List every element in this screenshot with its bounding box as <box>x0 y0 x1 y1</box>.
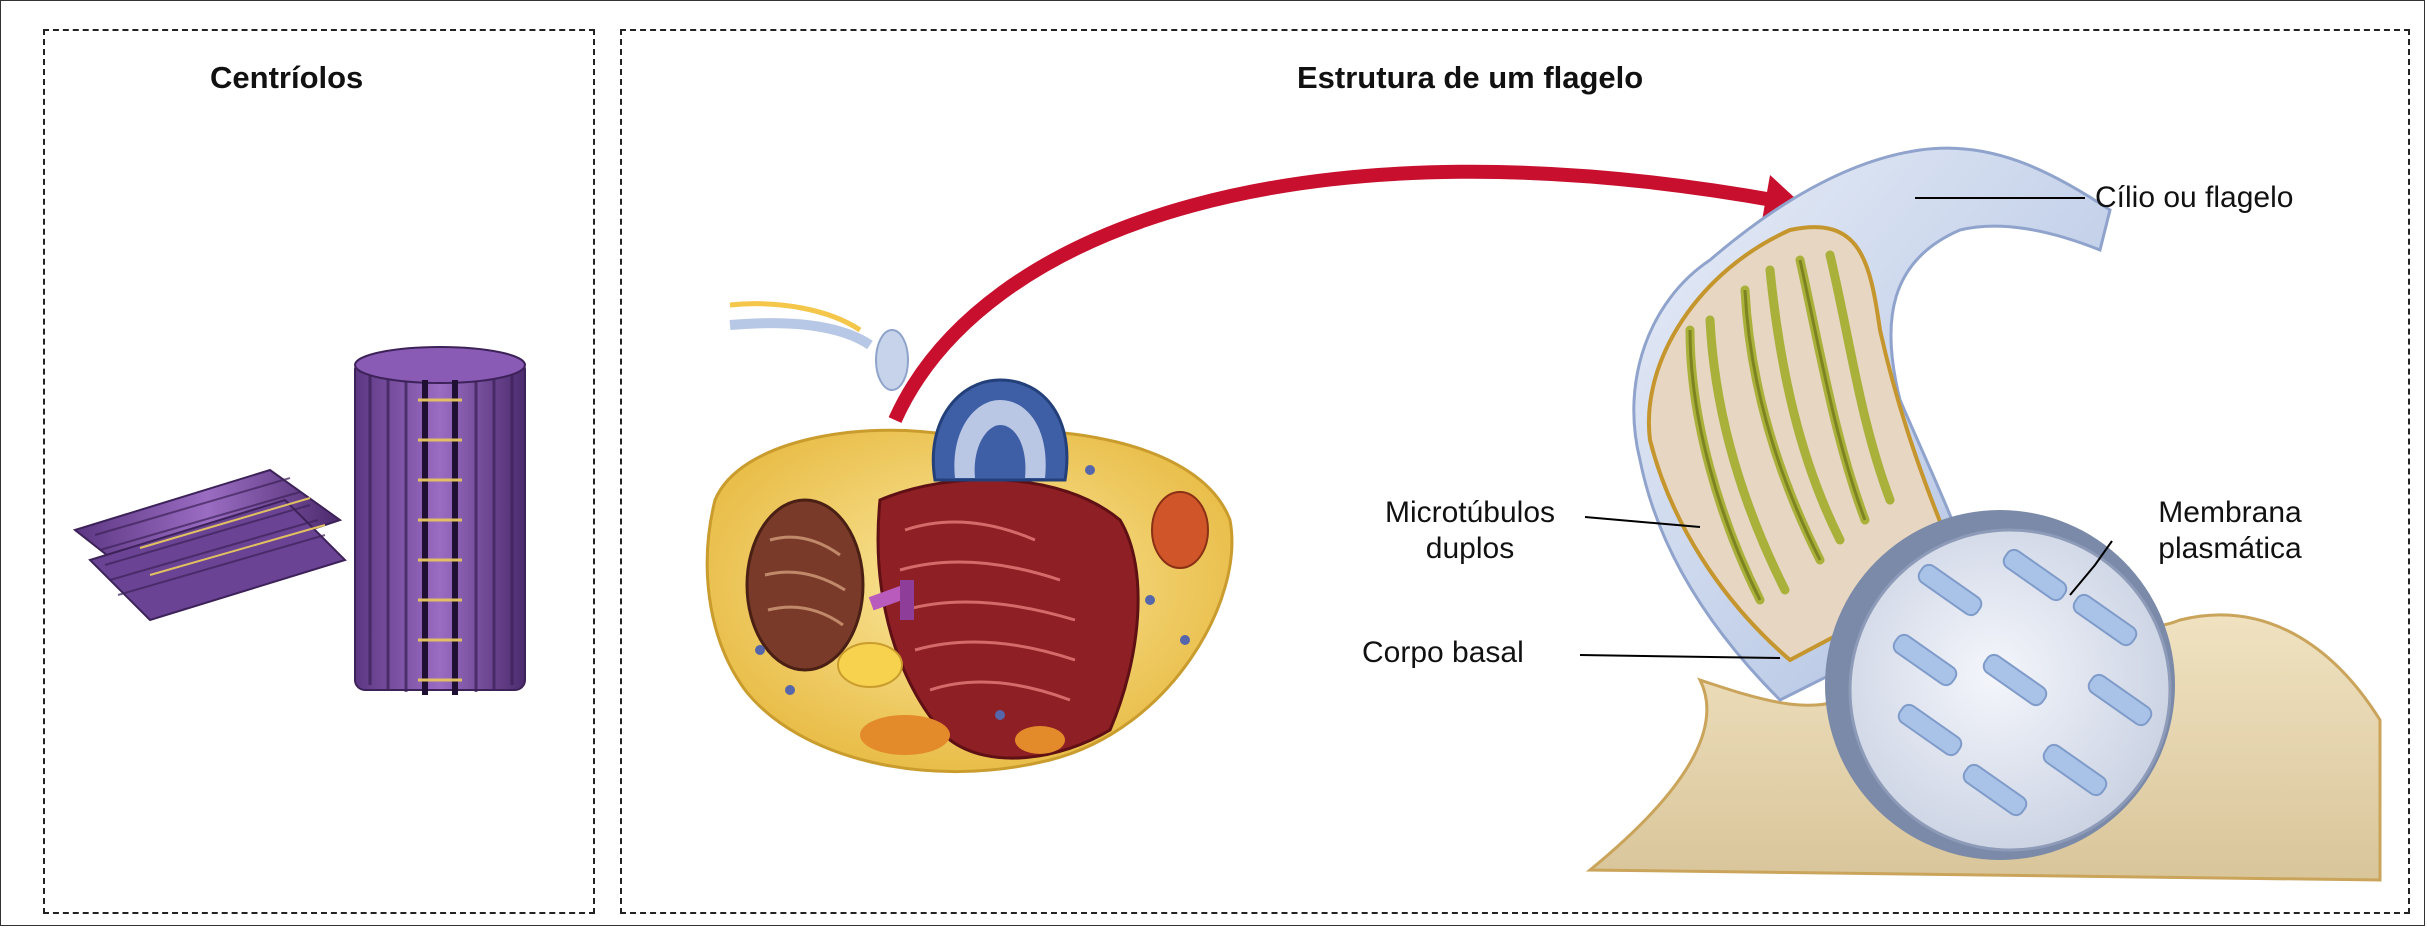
microtubules-label-line2: duplos <box>1425 532 1515 565</box>
basal-body-label: Corpo basal <box>1362 636 1524 669</box>
membrane-label: Membrana plasmática <box>2115 495 2345 567</box>
microtubules-label-line1: Microtúbulos <box>1384 496 1556 529</box>
centrioles-title: Centríolos <box>210 60 364 95</box>
flagellum-title: Estrutura de um flagelo <box>1297 60 1644 95</box>
microtubules-label: Microtúbulos duplos <box>1350 495 1590 567</box>
zoom-arrow <box>888 164 1802 423</box>
flagellum-panel <box>620 29 2410 914</box>
leader-lines <box>1579 197 2113 659</box>
cell-illustration <box>705 301 1234 774</box>
centrioles-panel <box>43 29 595 914</box>
flagellum-illustration <box>1585 146 2382 882</box>
centriole-horizontal <box>72 468 347 622</box>
membrane-label-line1: Membrana <box>2158 496 2302 529</box>
centriole-vertical <box>354 346 526 695</box>
membrane-label-line2: plasmática <box>2158 532 2302 565</box>
cilium-label: Cílio ou flagelo <box>2095 181 2294 214</box>
